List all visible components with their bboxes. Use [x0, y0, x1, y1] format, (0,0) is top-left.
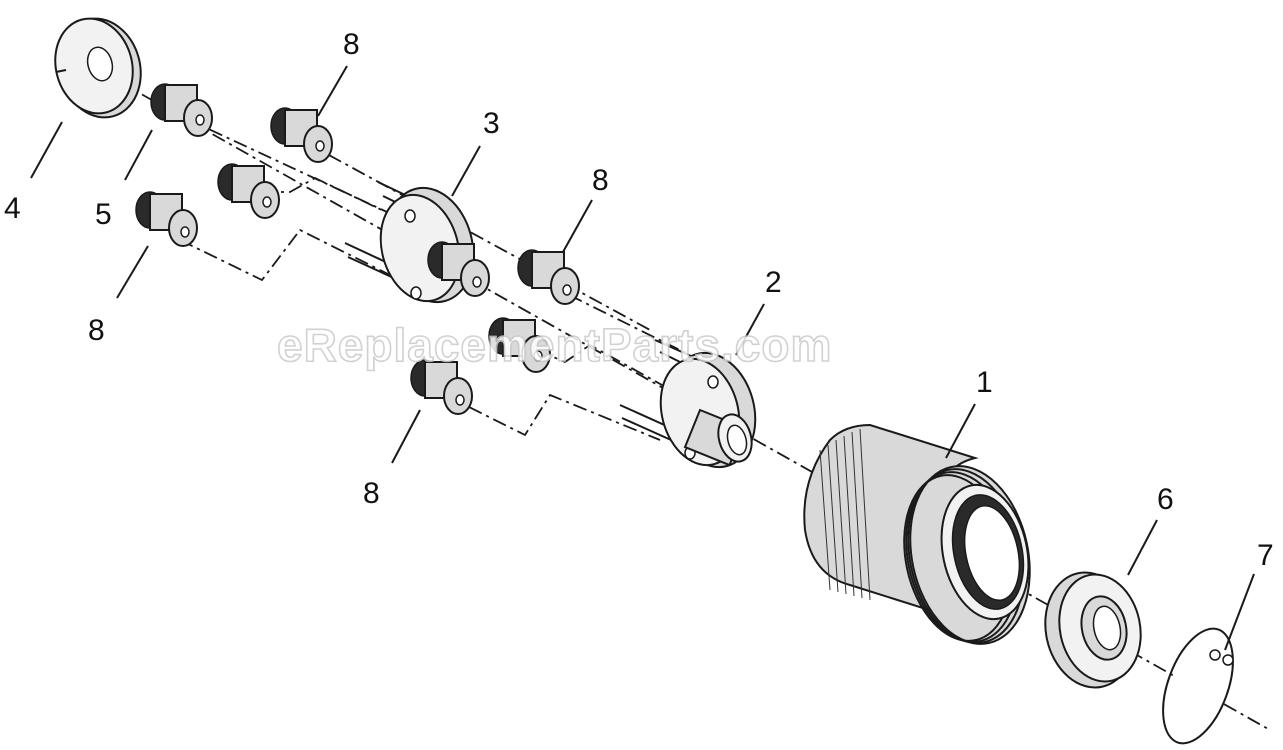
callout-part-7: 7 — [1257, 539, 1274, 572]
part-8-gear-middle-a — [427, 241, 490, 297]
callout-part-8-top: 8 — [343, 28, 360, 61]
watermark-text: eReplacementParts.com — [277, 319, 832, 371]
callout-part-6: 6 — [1157, 483, 1174, 516]
callout-part-2: 2 — [765, 266, 782, 299]
part-8-gear-upper-b — [217, 163, 280, 219]
part-1-threaded-housing — [803, 423, 1031, 645]
callout-part-5: 5 — [95, 198, 112, 231]
callout-part-8-bottom: 8 — [363, 477, 380, 510]
part-2-carrier-hub — [619, 339, 757, 469]
leader-lines — [30, 65, 1255, 651]
callout-part-8-middle: 8 — [592, 164, 609, 197]
part-8-gear-upper-a — [270, 107, 333, 163]
callout-part-3: 3 — [483, 107, 500, 140]
part-8-gear-middle-c — [488, 317, 551, 373]
callout-part-4: 4 — [4, 192, 21, 225]
callout-part-1: 1 — [976, 366, 993, 399]
part-5-pinion-gear — [150, 83, 213, 137]
part-4-slotted-washer — [54, 17, 142, 119]
callout-labels: 4 5 8 8 3 8 2 8 1 6 7 — [4, 28, 1274, 572]
part-8-gear-middle-b — [517, 249, 580, 305]
part-8-gear-lower — [410, 359, 473, 415]
part-6-bearing — [1044, 571, 1142, 689]
housing-threads-left — [819, 428, 871, 601]
part-8-gear-left — [135, 191, 198, 247]
callout-part-8-left: 8 — [88, 314, 105, 347]
part-7-retaining-ring — [1162, 627, 1234, 745]
